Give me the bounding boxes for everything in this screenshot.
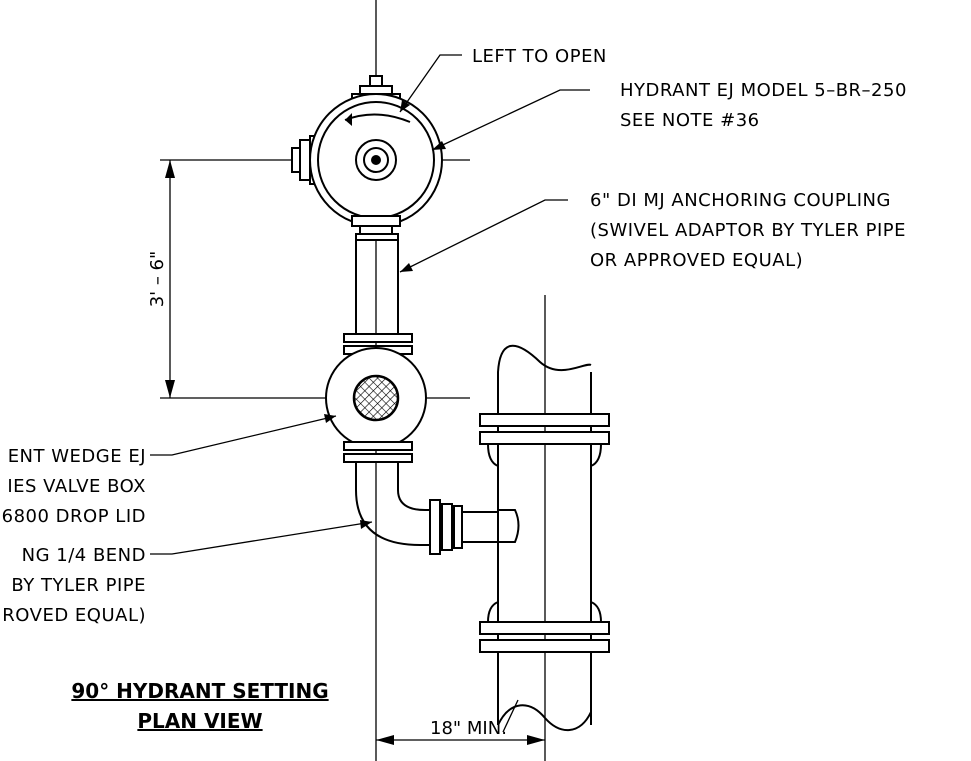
drawing-subtitle: PLAN VIEW — [137, 709, 262, 733]
vertical-dimension — [165, 160, 175, 398]
coupling-label-line3: OR APPROVED EQUAL) — [590, 250, 803, 271]
valve-label-line2: IES VALVE BOX — [7, 476, 146, 497]
coupling-label-line2: (SWIVEL ADAPTOR BY TYLER PIPE — [590, 220, 906, 241]
drawing-title: 90° HYDRANT SETTING — [71, 679, 328, 703]
left-to-open-label: LEFT TO OPEN — [472, 46, 607, 67]
hydrant-model-label: HYDRANT EJ MODEL 5–BR–250 — [620, 80, 907, 101]
horizontal-dimension — [376, 699, 545, 745]
bend-label-line1: NG 1/4 BEND — [22, 545, 146, 566]
bend-label-line2: BY TYLER PIPE — [11, 575, 146, 596]
valve-label-line3: 6800 DROP LID — [2, 506, 146, 527]
hydrant-note-label: SEE NOTE #36 — [620, 110, 760, 131]
coupling-label-line1: 6" DI MJ ANCHORING COUPLING — [590, 190, 891, 211]
vertical-dimension-label: 3' – 6" — [147, 251, 168, 308]
gate-valve — [325, 347, 427, 463]
bend-label-line3: ROVED EQUAL) — [2, 605, 146, 626]
bend-elbow — [355, 462, 498, 555]
fire-hydrant — [291, 75, 443, 241]
main-pipe — [479, 344, 610, 732]
riser-pipe — [343, 235, 413, 363]
valve-label-line1: ENT WEDGE EJ — [8, 446, 146, 467]
leader-lines — [150, 54, 590, 555]
horizontal-dimension-label: 18" MIN. — [430, 718, 507, 739]
